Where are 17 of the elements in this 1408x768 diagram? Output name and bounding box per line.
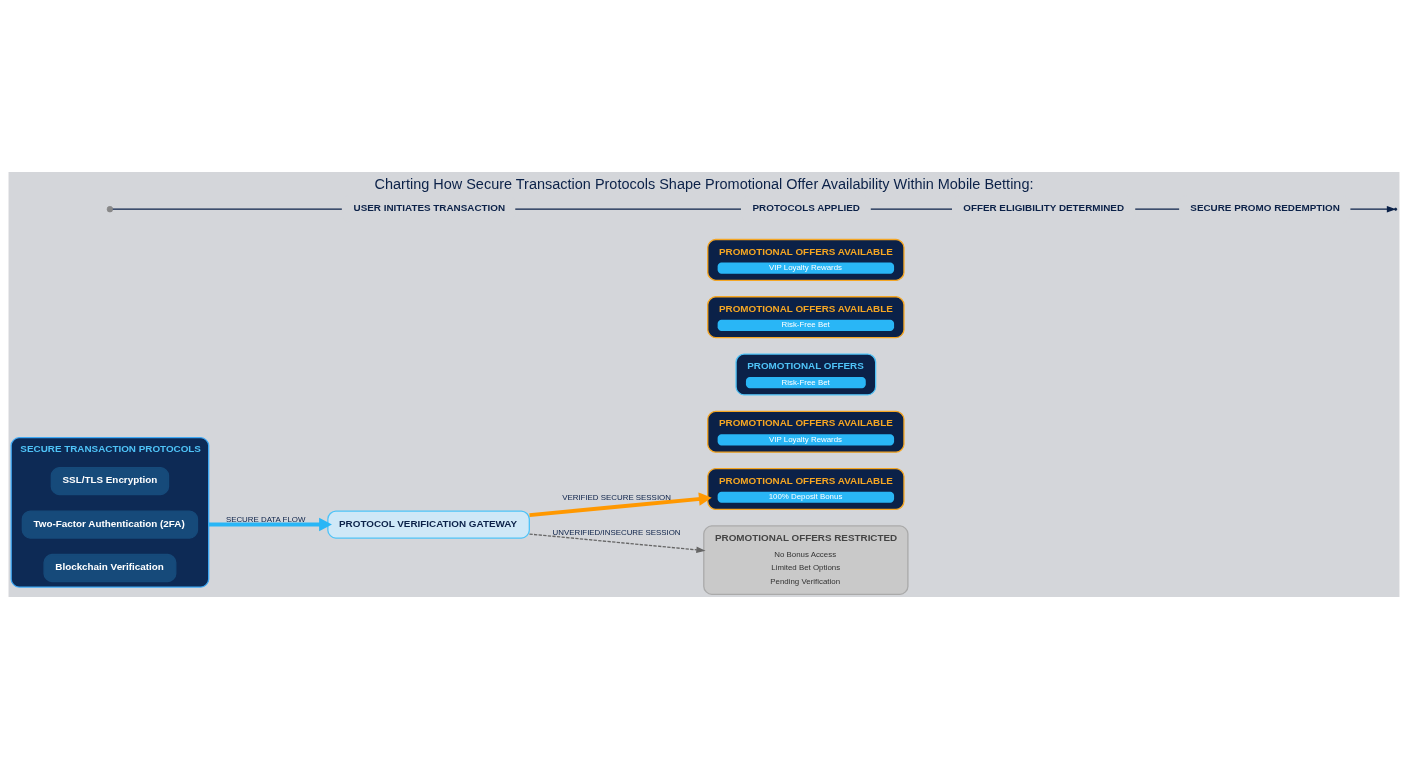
node-text: USER INITIATES TRANSACTION	[353, 201, 506, 213]
arrow	[528, 532, 706, 553]
node-box: PROTOCOL VERIFICATION GATEWAY	[327, 509, 530, 539]
node-box: Blockchain Verification	[43, 553, 177, 582]
node-box: Two-Factor Authentication (2FA)	[21, 509, 199, 539]
arrow	[1349, 205, 1397, 212]
arrow	[208, 517, 332, 531]
node-text: SECURE PROMO REDEMPTION	[1190, 201, 1340, 213]
connector	[1134, 208, 1180, 210]
arrow	[529, 491, 712, 517]
connector	[870, 208, 953, 210]
diagram-title: Charting How Secure Transaction Protocols Shape Promotional Offer Availability Within Mobile Betting:	[374, 175, 1034, 192]
node-text: OFFER ELIGIBILITY DETERMINED	[963, 201, 1125, 213]
node-text: PROTOCOLS APPLIED	[752, 201, 860, 213]
connector	[112, 208, 343, 210]
node-box: SSL/TLS Encryption	[50, 466, 170, 495]
connector	[514, 208, 742, 210]
